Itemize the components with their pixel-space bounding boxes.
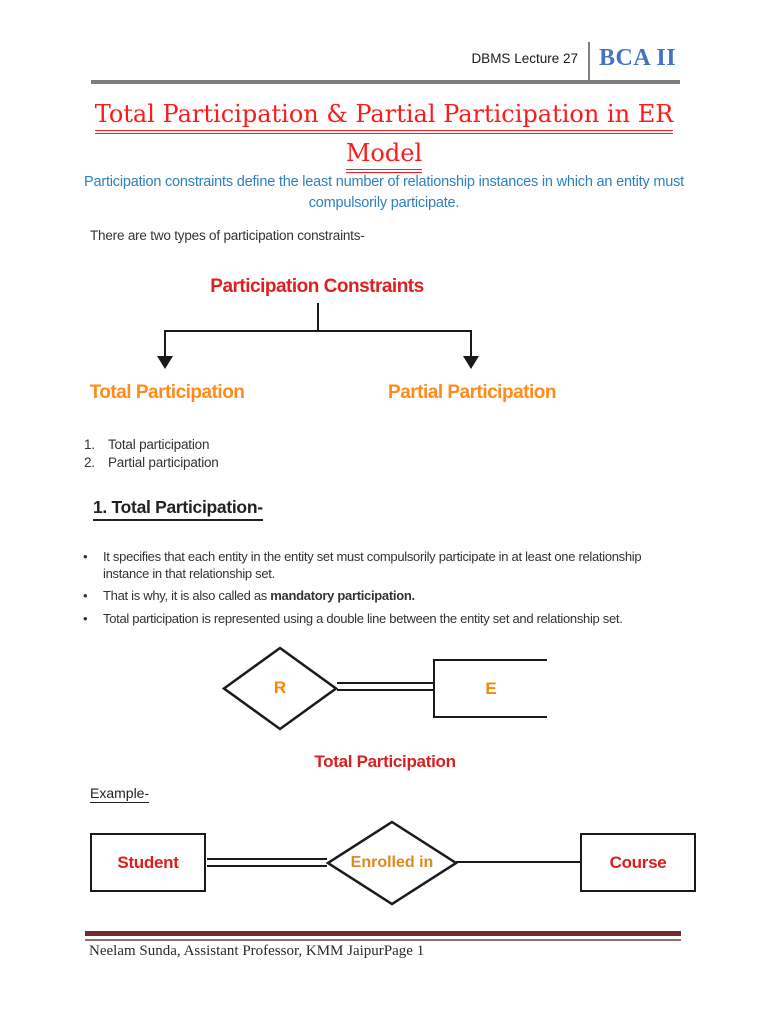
bullet-text: That is why, it is also called as mandat… xyxy=(103,588,688,605)
er-diagram-total: R E Total Participation xyxy=(0,640,768,780)
arrow-down-right-icon xyxy=(463,356,479,369)
bullet-item: • It specifies that each entity in the e… xyxy=(83,549,688,582)
relationship-label: Enrolled in xyxy=(350,854,434,871)
bullet-item: • Total participation is represented usi… xyxy=(83,611,688,628)
tree-right-line xyxy=(470,330,472,358)
bullet-dot-icon: • xyxy=(83,610,88,626)
er-diagram-example: Student Enrolled in Course xyxy=(0,815,768,925)
page-title: Total Participation & Partial Participat… xyxy=(54,99,714,173)
header-course-badge: BCA II xyxy=(599,45,677,71)
entity-course-box: Course xyxy=(580,833,696,892)
header-rule xyxy=(91,80,680,84)
bullet-text: It specifies that each entity in the ent… xyxy=(103,549,642,581)
page-title-line2-row: Model xyxy=(54,138,714,173)
bullet-text: Total participation is represented using… xyxy=(103,610,623,626)
tree-root-label: Participation Constraints xyxy=(210,276,424,297)
example-label-text: Example- xyxy=(90,785,150,803)
double-line-bottom xyxy=(207,865,327,867)
lead-paragraph: There are two types of participation con… xyxy=(90,228,365,243)
relationship-label: R xyxy=(273,678,287,697)
bullet-text-bold: mandatory participation. xyxy=(270,588,415,603)
bullet-dot-icon: • xyxy=(83,588,88,603)
bullet-dot-icon: • xyxy=(83,549,88,564)
list-item: 1. Total participation xyxy=(84,438,219,452)
tree-stem-line xyxy=(317,303,319,331)
double-line-top xyxy=(207,858,327,860)
header-lecture-label: DBMS Lecture 27 xyxy=(471,51,578,66)
bullet-text-prefix: That is why, it is also called as xyxy=(103,588,271,603)
entity-course-label: Course xyxy=(609,852,667,872)
tree-left-label: Total Participation xyxy=(89,382,245,403)
bullet-list: • It specifies that each entity in the e… xyxy=(83,549,688,633)
relationship-diamond xyxy=(222,646,338,731)
entity-label: E xyxy=(485,678,497,698)
constraint-tree-diagram: Participation Constraints Total Particip… xyxy=(0,270,768,420)
arrow-down-left-icon xyxy=(157,356,173,369)
entity-student-label: Student xyxy=(117,852,179,872)
footer-bar-thick xyxy=(85,931,681,936)
tree-branch-bar xyxy=(164,330,472,332)
section-heading-text: 1. Total Participation- xyxy=(93,497,263,521)
page-title-line2: Model xyxy=(345,138,423,173)
double-line-bottom xyxy=(337,689,434,691)
connector-line xyxy=(456,861,582,863)
relationship-diamond xyxy=(326,820,458,906)
tree-left-line xyxy=(164,330,166,358)
diagram-caption: Total Participation xyxy=(314,752,456,771)
list-item-text: Partial participation xyxy=(108,455,219,470)
list-item-text: Total participation xyxy=(108,437,210,452)
list-item: 2. Partial participation xyxy=(84,456,219,470)
page-title-line1-row: Total Participation & Partial Participat… xyxy=(54,99,714,134)
list-item-number: 1. xyxy=(84,437,95,452)
example-label: Example- xyxy=(90,785,150,803)
tree-right-label: Partial Participation xyxy=(388,382,556,403)
intro-paragraph: Participation constraints define the lea… xyxy=(83,174,684,211)
entity-rectangle: E xyxy=(433,659,547,718)
footer-bar-thin xyxy=(85,939,681,941)
header-divider xyxy=(588,42,590,84)
footer-text: Neelam Sunda, Assistant Professor, KMM J… xyxy=(89,943,425,959)
list-item-number: 2. xyxy=(84,455,95,470)
page-title-line1: Total Participation & Partial Participat… xyxy=(94,99,674,134)
constraint-type-list: 1. Total participation 2. Partial partic… xyxy=(84,438,219,474)
entity-student-box: Student xyxy=(90,833,206,892)
bullet-item: • That is why, it is also called as mand… xyxy=(83,588,688,605)
section-heading: 1. Total Participation- xyxy=(93,497,263,521)
double-line-top xyxy=(337,682,434,684)
